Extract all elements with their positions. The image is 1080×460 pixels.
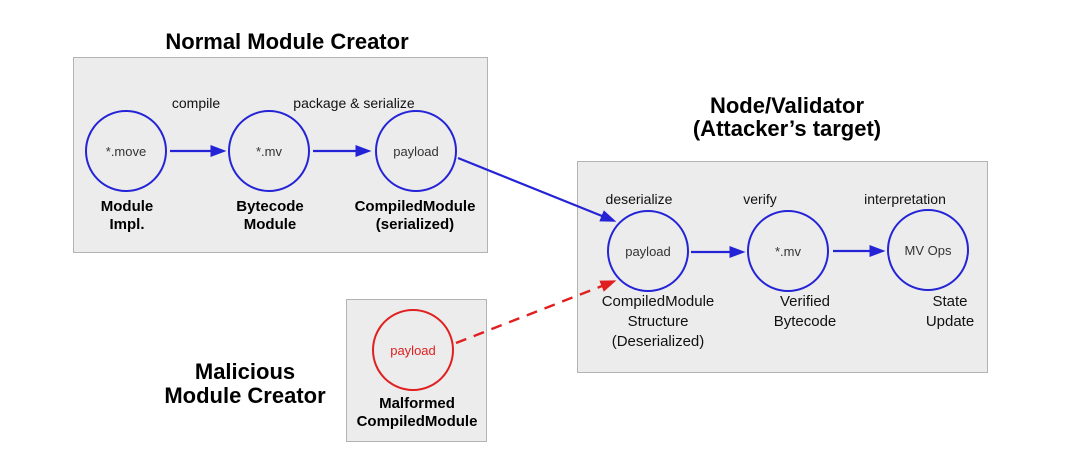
circle-compiled-module: payload	[375, 110, 457, 192]
label-package-serialize: package & serialize	[293, 95, 415, 111]
caption-compiled-module: CompiledModule (serialized)	[354, 198, 476, 233]
label-verify: verify	[743, 191, 777, 207]
circle-malformed-payload-label: payload	[390, 342, 436, 358]
circle-module-impl: *.move	[85, 110, 167, 192]
circle-compiled-module-label: payload	[393, 143, 439, 159]
circle-verified-bytecode: *.mv	[747, 210, 829, 292]
circle-mv-ops-label: MV Ops	[904, 242, 952, 258]
caption-compiled-structure: CompiledModule Structure (Deserialized)	[601, 293, 715, 350]
circle-compiled-structure: payload	[607, 210, 689, 292]
label-deserialize: deserialize	[605, 191, 673, 207]
caption-bytecode-module: Bytecode Module	[236, 198, 304, 233]
circle-bytecode-module: *.mv	[228, 110, 310, 192]
caption-state-update: State Update	[925, 293, 975, 330]
caption-module-impl: Module Impl.	[100, 198, 154, 233]
circle-malformed-payload: payload	[372, 309, 454, 391]
label-interpretation: interpretation	[864, 191, 946, 207]
title-node-validator: Node/Validator (Attacker’s target)	[692, 93, 882, 141]
circle-compiled-structure-label: payload	[625, 243, 671, 259]
label-compile: compile	[171, 95, 221, 111]
circle-mv-ops: MV Ops	[887, 209, 969, 291]
circle-module-impl-label: *.move	[105, 143, 147, 159]
circle-verified-bytecode-label: *.mv	[775, 243, 801, 259]
caption-verified-bytecode: Verified Bytecode	[773, 293, 837, 330]
circle-bytecode-module-label: *.mv	[256, 143, 282, 159]
title-normal-module-creator: Normal Module Creator	[165, 29, 409, 54]
title-malicious-module-creator: Malicious Module Creator	[164, 359, 326, 408]
caption-malformed-compiledmodule: Malformed CompiledModule	[356, 395, 478, 430]
